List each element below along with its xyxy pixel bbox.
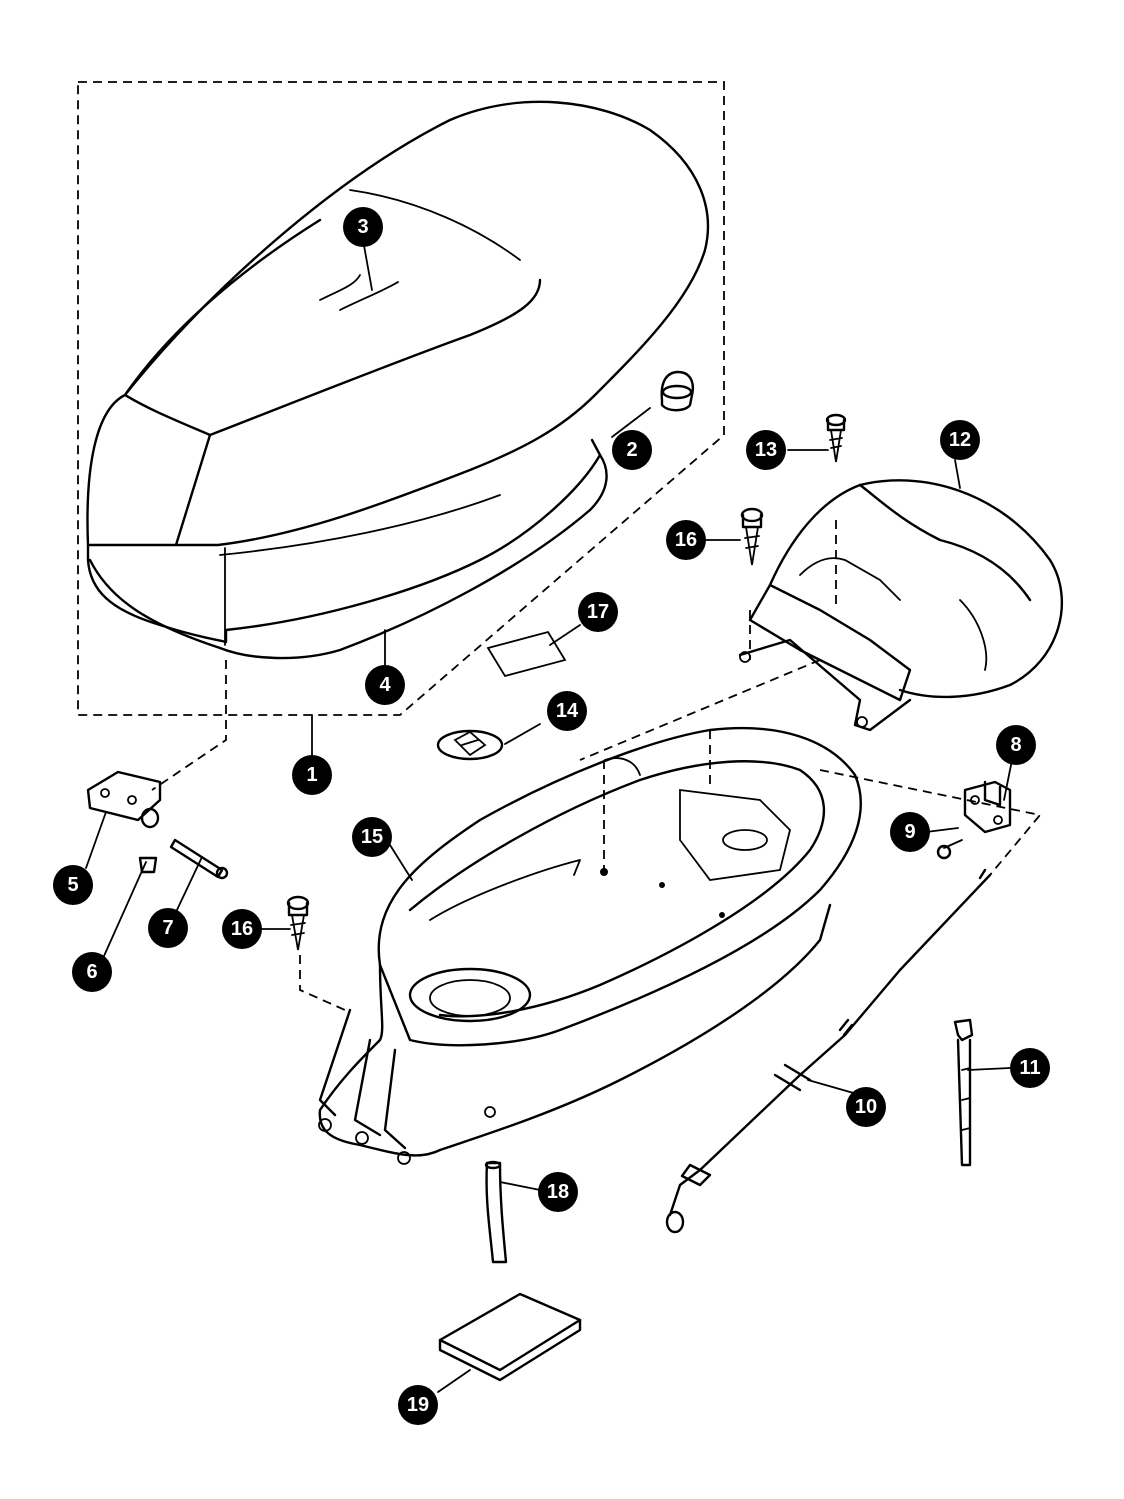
- callout-18: 18: [547, 1181, 569, 1203]
- seat-lock-cable: [665, 868, 992, 1234]
- screw-part-9: [936, 839, 963, 860]
- callout-6: 6: [86, 961, 97, 983]
- assembly-lines: [151, 520, 1042, 1011]
- screw-part-16-bottom: [286, 895, 310, 951]
- callout-13: 13: [755, 439, 777, 461]
- label-sheet: [486, 630, 567, 678]
- seat-assembly-boundary: [77, 81, 725, 716]
- callout-4: 4: [379, 674, 391, 696]
- callout-10: 10: [855, 1096, 877, 1118]
- callout-16-top: 16: [675, 529, 697, 551]
- callout-2: 2: [626, 439, 637, 461]
- storage-box: [318, 726, 862, 1165]
- callout-1: 1: [306, 764, 317, 786]
- callout-8: 8: [1010, 734, 1021, 756]
- callout-7: 7: [162, 917, 173, 939]
- callout-9: 9: [904, 821, 915, 843]
- callout-15: 15: [361, 826, 383, 848]
- tube-part: [484, 1160, 508, 1264]
- screw-part-16-top: [740, 507, 764, 566]
- fuel-cap-plate: [436, 729, 504, 761]
- callout-19: 19: [407, 1394, 429, 1416]
- pin-part: [169, 838, 229, 880]
- rear-cover: [738, 479, 1064, 732]
- damper-part: [660, 370, 694, 412]
- seat-latch: [963, 780, 1012, 834]
- cable-tie: [953, 1018, 974, 1167]
- seat: [86, 100, 710, 660]
- pad-part: [438, 1292, 582, 1382]
- callout-5: 5: [67, 874, 78, 896]
- hinge-bracket: [86, 770, 162, 829]
- screw-part-13: [825, 413, 847, 463]
- callout-3: 3: [357, 216, 368, 238]
- callout-11: 11: [1019, 1057, 1040, 1079]
- leader-lines: [85, 239, 1013, 1393]
- callout-group: 1 2 3 4 5 6 7 8 9 10 11 12 13 14 15 16 1: [53, 207, 1050, 1425]
- callout-16-bottom: 16: [231, 918, 253, 940]
- callout-14: 14: [556, 700, 579, 722]
- collar-part: [138, 856, 158, 874]
- callout-17: 17: [587, 601, 609, 623]
- callout-12: 12: [949, 429, 971, 451]
